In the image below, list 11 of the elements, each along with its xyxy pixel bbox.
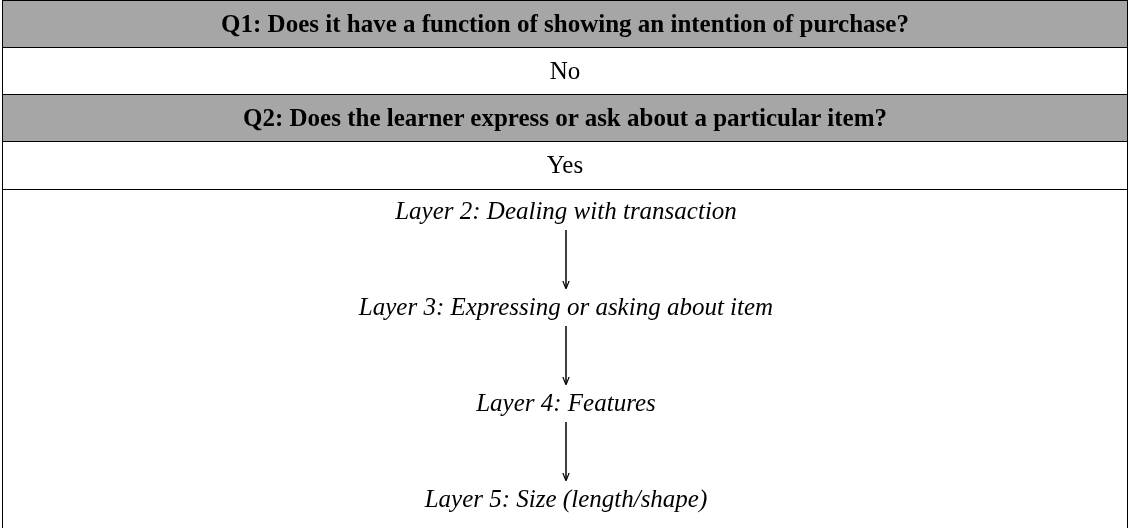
arrow — [562, 421, 570, 482]
layer-text: Layer 4: Features — [476, 388, 656, 418]
arrow — [562, 325, 570, 386]
answer-row: No — [2, 47, 1128, 96]
layer-text: Layer 5: Size (length/shape) — [424, 484, 708, 514]
question-header: Q2: Does the learner express or ask about a particular item? — [2, 94, 1128, 143]
answer-row: Yes — [2, 141, 1128, 190]
layer-text: Layer 3: Expressing or asking about item — [358, 292, 774, 322]
layer-text: Layer 2: Dealing with transaction — [395, 196, 737, 226]
arrow — [562, 229, 570, 290]
question-header: Q1: Does it have a function of showing an intention of purchase? — [2, 0, 1128, 49]
